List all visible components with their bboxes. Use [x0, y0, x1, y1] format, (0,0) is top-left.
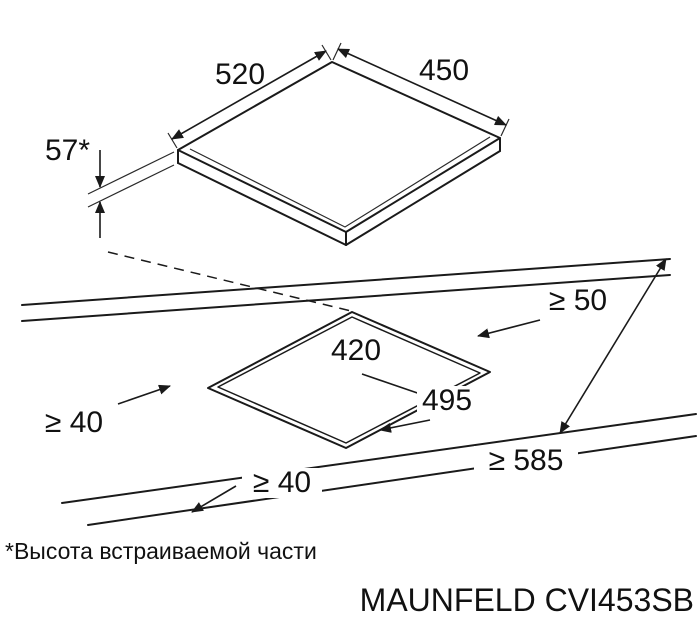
dim-min40-left-arrow: [117, 384, 171, 405]
dim-min40-front-label: ≥ 40: [253, 466, 311, 499]
dim-450-ext-2: [500, 118, 510, 137]
dim-57-ext-1: [87, 151, 175, 195]
dim-min40-front-label-group: ≥ 40: [242, 466, 322, 499]
cooktop-bottom-left-edge: [177, 162, 347, 246]
cooktop-bottom-right-edge: [345, 150, 501, 246]
dim-min585-line: [559, 258, 667, 434]
label-bg: [538, 286, 618, 316]
alignment-dashed-line: [107, 251, 352, 312]
dim-420-label: 420: [331, 334, 381, 367]
dim-min50-label: ≥ 50: [549, 284, 607, 317]
label-bg: [474, 446, 578, 476]
dim-520-label: 520: [215, 58, 265, 91]
dim-450-line: [337, 48, 507, 126]
dim-495-label-group: 495: [417, 384, 477, 417]
label-bg: [242, 468, 322, 498]
dim-min50-arrow: [477, 319, 541, 339]
dim-min585-label-group: ≥ 585: [474, 444, 578, 477]
dim-min585-label: ≥ 585: [489, 444, 564, 477]
dim-450-label: 450: [419, 54, 469, 87]
cooktop-drawing: 520 450 57*: [45, 42, 510, 246]
dim-495-label: 495: [422, 384, 472, 417]
label-bg: [326, 336, 386, 366]
label-bg: [34, 408, 114, 438]
dim-57-ext-2: [87, 164, 175, 208]
dim-420-label-group: 420: [326, 334, 386, 367]
dim-min40-left-label-group: ≥ 40: [34, 406, 114, 439]
cutout-outer-outline: [207, 311, 491, 449]
dim-min50-label-group: ≥ 50: [538, 284, 618, 317]
dim-495-arrow: [379, 419, 431, 433]
dim-520-ext-1: [167, 132, 178, 149]
cooktop-rim-line: [189, 136, 491, 228]
dim-min40-left-label: ≥ 40: [45, 406, 103, 439]
dim-57-label: 57*: [45, 134, 90, 167]
countertop-drawing: 420 495 ≥ 50 ≥ 40 ≥ 585 ≥ 40: [21, 251, 697, 526]
label-bg: [417, 386, 477, 416]
model-name: MAUNFELD CVI453SB: [360, 582, 694, 618]
dim-450-ext-1: [332, 42, 342, 61]
countertop-front-edge-outer: [87, 435, 697, 526]
dim-min40-front-arrow: [191, 485, 237, 513]
dim-520-line: [171, 50, 327, 140]
footnote: *Высота встраиваемой части: [5, 538, 317, 564]
cutout-inner-outline: [217, 316, 481, 444]
